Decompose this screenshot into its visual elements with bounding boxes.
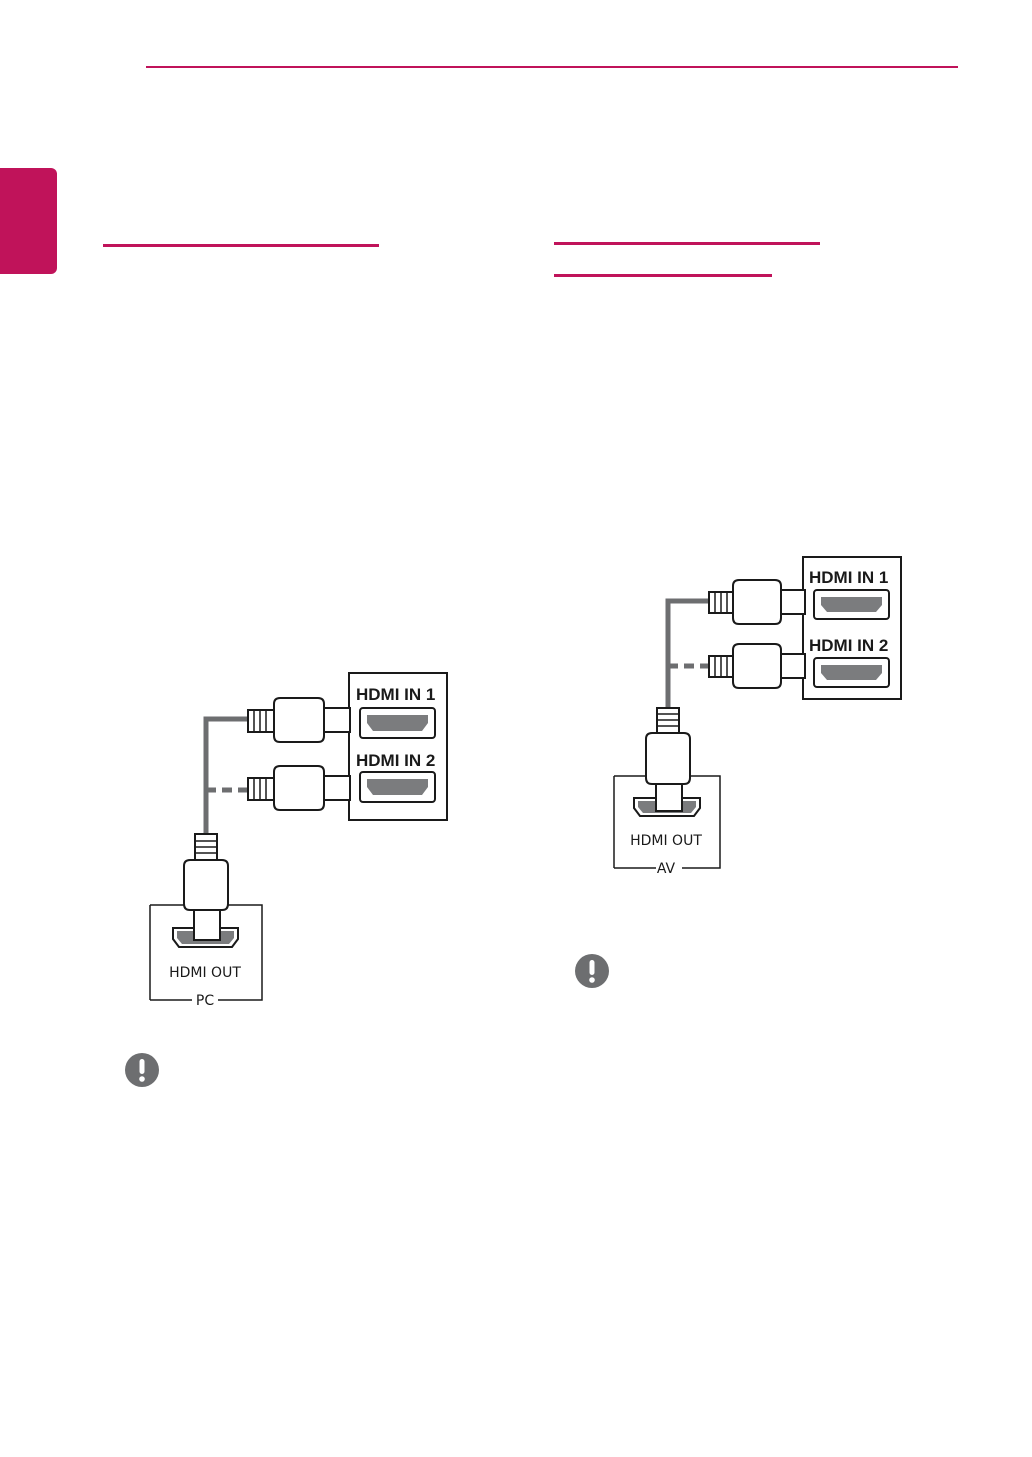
cable-line [203,716,248,834]
av-hdmi-connection-diagram: HDMI IN 1 HDMI IN 2 HDMI OUT AV [613,556,902,877]
exclamation-circle-icon [125,1053,159,1087]
left-section-heading-rule [103,244,379,247]
hdmi-connector-av [645,707,691,812]
device-label-pc: PC [196,993,214,1009]
exclamation-circle-icon [575,954,609,988]
hdmi-out-label: HDMI OUT [169,965,241,981]
port2-label: HDMI IN 2 [809,636,888,655]
port1-label: HDMI IN 1 [809,568,888,587]
cable-line [665,598,709,708]
hdmi-connector-pc [183,833,229,941]
side-chapter-tab [0,168,57,274]
pc-hdmi-connection-diagram: HDMI IN 1 HDMI IN 2 HDMI OUT PC [149,672,448,1009]
header-rule [146,66,958,68]
port1-label: HDMI IN 1 [356,685,435,704]
device-label-av: AV [657,861,676,877]
right-section-heading-rule-1 [554,242,820,245]
hdmi-connector-2 [708,643,806,689]
hdmi-connector-1 [247,697,351,743]
hdmi-out-label: HDMI OUT [630,833,702,849]
hdmi-connector-2 [247,765,351,811]
port2-label: HDMI IN 2 [356,751,435,770]
right-section-heading-rule-2 [554,274,772,277]
hdmi-connector-1 [708,579,806,625]
